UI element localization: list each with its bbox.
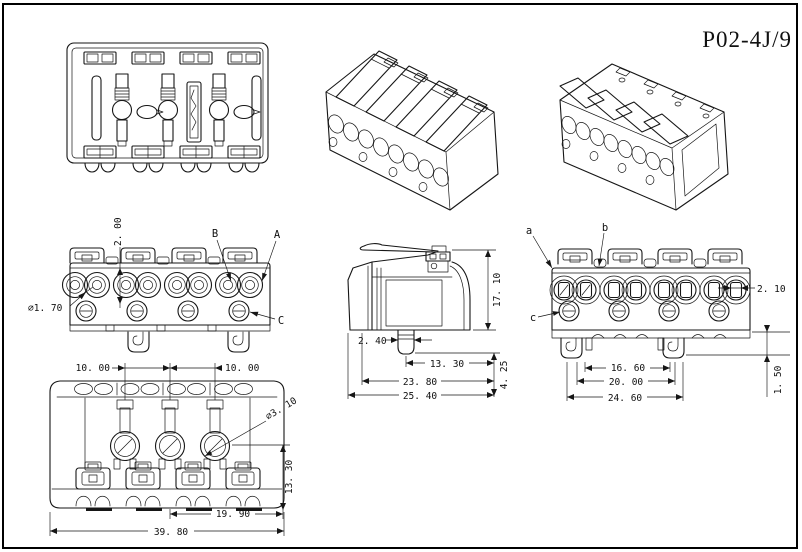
dim-side-overall: 25. 40	[403, 391, 438, 402]
ref-c2-text: c	[530, 312, 536, 324]
front-view-labeled: 2. 00 ∅1. 70 B A C	[28, 217, 284, 353]
dim-bv-pitch-left: 10. 00	[76, 363, 111, 374]
dim-bv-width: 39. 80	[154, 527, 189, 538]
dim-front-gap: 2. 00	[113, 217, 124, 308]
dim-bv-depth: 13. 30	[284, 460, 295, 495]
ref-b2-text: b	[602, 222, 608, 234]
dim-bv-pitch-right: 10. 00	[225, 363, 260, 374]
ref-callouts-front2: a b c	[526, 222, 608, 324]
dim-fr-hole: 2. 10	[757, 284, 786, 295]
dims-side: 17. 10 2. 40 13. 30 23. 80 25. 40 4. 25	[347, 249, 510, 402]
ref-callouts-front: B A C	[212, 228, 284, 327]
dim-fr-inner: 16. 60	[611, 363, 646, 374]
ref-a-text: A	[274, 229, 281, 241]
dim-side-peg: 2. 40	[358, 336, 387, 347]
ref-a2-text: a	[526, 225, 532, 237]
dim-front-dia: ∅1. 70	[28, 286, 94, 314]
dims-front2: 2. 10 16. 60 20. 00 24. 60 1. 50	[566, 284, 790, 404]
ref-c-text: C	[278, 315, 284, 327]
dim-side-height: 17. 10	[492, 273, 503, 308]
iso-view-center	[325, 50, 499, 211]
dim-fr-step: 1. 50	[773, 365, 784, 394]
dim-fr-outer: 24. 60	[608, 393, 643, 404]
ref-b-text: B	[212, 228, 218, 240]
dim-side-body: 23. 80	[403, 377, 438, 388]
dim-bv-span: 19. 90	[216, 509, 251, 520]
dims-bottom: 10. 00 10. 00 ∅3. 10 13. 30 19. 90 39. 8…	[49, 363, 299, 538]
dim-side-offset: 13. 30	[430, 359, 465, 370]
top-view	[66, 42, 269, 173]
side-view: 17. 10 2. 40 13. 30 23. 80 25. 40 4. 25	[347, 243, 510, 402]
dim-side-drop: 4. 25	[499, 361, 510, 390]
dim-fr-pitch: 20. 00	[609, 377, 644, 388]
bottom-view: 10. 00 10. 00 ∅3. 10 13. 30 19. 90 39. 8…	[49, 363, 299, 538]
front-view-mounting: a b c 2. 10 16. 60 20. 00 24. 60 1. 50	[526, 222, 790, 404]
dim-bv-dia: ∅3. 10	[264, 395, 299, 422]
iso-view-right	[559, 63, 729, 211]
dim-front-gap-text: 2. 00	[113, 217, 124, 246]
dim-front-dia-text: ∅1. 70	[28, 303, 63, 314]
drawing-title: P02-4J/9	[702, 27, 792, 52]
sheet-border	[2, 3, 798, 549]
